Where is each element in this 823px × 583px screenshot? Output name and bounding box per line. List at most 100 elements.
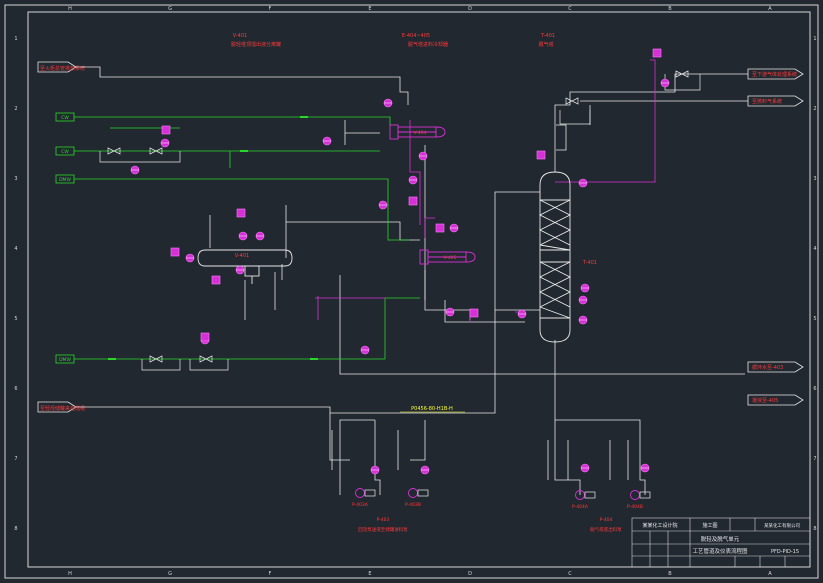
process-piping — [76, 66, 748, 495]
drawing-stage: 施工图 — [702, 522, 717, 529]
stream-arrow-left-bottom: 至轻烃储罐来自储槽 — [37, 401, 85, 413]
frame-row-label: 8 — [813, 526, 816, 532]
stream-arrow-right-3: 循环水至-403 — [747, 361, 804, 373]
pump-group-desc: 脱气塔底出料泵 — [590, 526, 622, 533]
drum-v401 — [197, 249, 293, 284]
frame-col-label: A — [768, 571, 772, 577]
company-name: 某某化工设计院 — [642, 522, 677, 529]
frame-row-label: 5 — [813, 316, 816, 322]
frame-col-label: H — [68, 571, 72, 577]
stream-label: 至轻烃储罐来自储槽 — [40, 405, 85, 412]
frame-col-label: F — [269, 6, 272, 12]
instrument-panel — [469, 308, 479, 318]
instrument-panel — [170, 247, 180, 257]
drawing-title-2: 工艺管道及仪表流程图 — [692, 547, 748, 555]
instrument-bubbles — [130, 48, 670, 475]
title-tag: V-401 — [233, 33, 247, 39]
title-tag: E-404~405 — [402, 33, 430, 39]
stream-label: 至下游气体处理系统 — [752, 71, 797, 78]
box-label: DMW — [59, 177, 71, 183]
instrument-panel — [536, 150, 546, 160]
frame-row-label: 4 — [813, 246, 816, 252]
stream-arrow-left-top: 至火炬总管排放系统 — [37, 61, 85, 73]
frame-row-label: 3 — [14, 176, 17, 182]
utility-piping — [315, 59, 656, 322]
stream-arrow-right-2: 至燃料气系统 — [747, 95, 804, 107]
equipment-title-v401: V-401 脱轻塔顶馏出液分离罐 — [231, 33, 281, 48]
pump-tag: P-403B — [405, 502, 421, 508]
pump-group-p404: P-404 脱气塔底出料泵 — [590, 517, 622, 533]
frame-col-label: B — [668, 6, 672, 12]
pump-group-p403: P-403 回流泵送液至储罐进料泵 — [358, 517, 408, 533]
equipment-tag-e405: V-405 — [443, 255, 456, 261]
frame-row-label: 6 — [14, 386, 17, 392]
pump-group: P-403A P-403B P-404A P-404B — [352, 488, 651, 510]
equipment-tag-v401: V-401 — [235, 253, 249, 259]
pump-tag: P-403A — [352, 502, 369, 508]
box-label: CW — [61, 115, 69, 121]
frame-col-label: D — [468, 6, 472, 12]
title-desc: 脱轻塔顶馏出液分离罐 — [231, 41, 281, 48]
frame-row-label: 1 — [14, 36, 17, 42]
frame-row-label: 7 — [813, 456, 816, 462]
pump-casing — [575, 490, 585, 500]
pump-motor — [584, 491, 596, 499]
water-piping — [74, 116, 420, 360]
frame-col-label: F — [269, 571, 272, 577]
drawing-title-1: 脱轻及脱气单元 — [701, 535, 740, 543]
valve-stations — [99, 70, 701, 371]
frame-col-label: B — [668, 571, 672, 577]
frame-col-label: C — [568, 571, 572, 577]
pump-p-404a: P-404A — [572, 490, 596, 510]
frame-col-label: C — [568, 6, 572, 12]
pump-motor — [364, 489, 376, 497]
pump-group-desc: 回流泵送液至储罐进料泵 — [358, 526, 408, 533]
stream-label: 至燃料气系统 — [752, 98, 782, 105]
instrument-panel — [652, 48, 662, 58]
pump-motor — [417, 489, 429, 497]
frame-row-label: 8 — [14, 526, 17, 532]
pump-casing — [355, 488, 365, 498]
frame-col-label: D — [468, 571, 472, 577]
equipment-tag-t401: T-401 — [582, 260, 597, 266]
title-desc: 脱气塔 — [538, 41, 553, 48]
exchanger-e405 — [419, 249, 476, 265]
pump-casing — [408, 488, 418, 498]
drawing-frame — [4, 4, 819, 579]
stream-label: 凝液至-405 — [752, 397, 778, 404]
pump-motor — [639, 491, 651, 499]
equipment-title-e404: E-404~405 脱气塔进料冷却器 — [402, 33, 448, 48]
title-tag: T-401 — [540, 33, 555, 39]
pump-group-tag: P-403 — [377, 517, 390, 523]
project-name: 某某化工有限公司 — [764, 522, 800, 529]
utility-box-dmw-2: DMW — [55, 354, 75, 364]
frame-col-label: E — [368, 571, 371, 577]
instrument-panel — [211, 275, 221, 285]
box-label: CW — [61, 149, 69, 155]
column-t401 — [538, 171, 572, 343]
utility-box-dmw-1: DMW — [55, 174, 75, 184]
pump-p-403b: P-403B — [405, 488, 429, 508]
stream-arrow-right-4: 凝液至-405 — [747, 394, 804, 406]
stream-arrow-right-1: 至下游气体处理系统 — [747, 68, 804, 80]
frame-row-label: 2 — [14, 106, 17, 112]
pump-p-404b: P-404B — [627, 490, 651, 510]
pump-casing — [630, 490, 640, 500]
frame-row-label: 2 — [813, 106, 816, 112]
pump-group-tag: P-404 — [600, 517, 613, 523]
equipment-title-t401: T-401 脱气塔 — [538, 33, 554, 48]
frame-row-label: 7 — [14, 456, 17, 462]
stream-label: 循环水至-403 — [752, 364, 783, 371]
frame-row-label: 5 — [14, 316, 17, 322]
drawing-number: PFD-PID-15 — [771, 549, 799, 555]
frame-row-label: 1 — [813, 36, 816, 42]
title-desc: 脱气塔进料冷却器 — [408, 41, 448, 48]
exchanger-e404 — [389, 124, 446, 140]
box-label: DMW — [59, 357, 71, 363]
frame-col-label: G — [168, 6, 172, 12]
instrument-panel — [236, 208, 246, 218]
frame-row-label: 3 — [813, 176, 816, 182]
frame-col-label: A — [768, 6, 772, 12]
